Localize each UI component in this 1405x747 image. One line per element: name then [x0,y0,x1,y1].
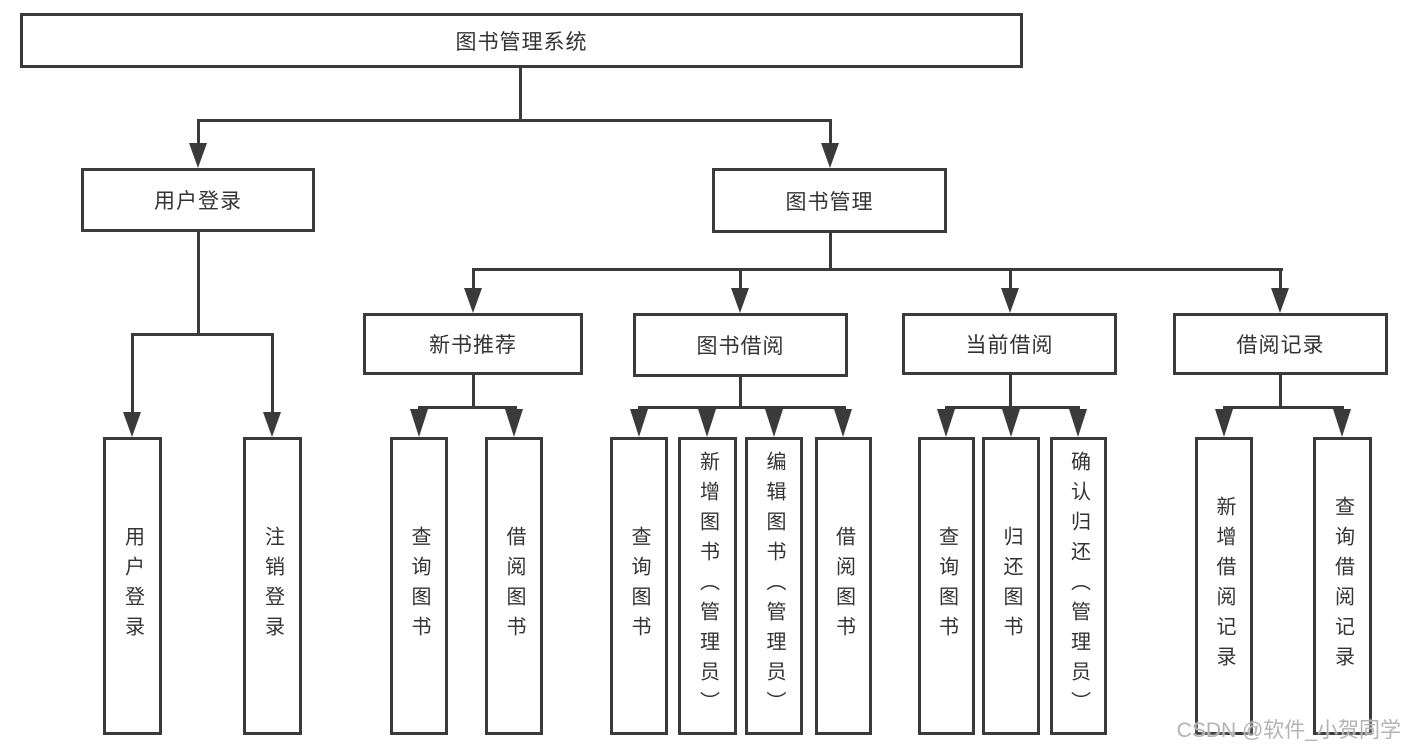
node-user-login-label: 用户登录 [154,190,242,213]
arrowhead-down-icon [937,409,955,437]
connector-line [132,333,274,336]
connector-line [1223,406,1344,409]
connector-line [739,377,742,409]
leaf-user-login-label: 用户登录 [121,526,144,646]
connector-line [519,68,522,121]
connector-line [197,119,200,146]
leaf-records-query-record-label: 查询借阅记录 [1331,496,1354,676]
node-current-borrow-label: 当前借阅 [965,334,1054,357]
node-root: 图书管理系统 [20,13,1023,68]
leaf-current-return-books: 归还图书 [982,437,1040,735]
leaf-records-query-record: 查询借阅记录 [1313,437,1372,735]
arrowhead-down-icon [698,409,716,437]
leaf-current-return-books-label: 归还图书 [1000,526,1022,646]
leaf-borrow-add-books-admin-label: 新增图书（管理员） [696,451,719,721]
connector-line [472,375,475,409]
connector-line [829,119,832,146]
arrowhead-down-icon [1215,409,1233,437]
connector-line [1279,375,1282,409]
arrowhead-down-icon [1271,288,1289,313]
leaf-logout: 注销登录 [243,437,302,735]
leaf-current-confirm-return-admin-label: 确认归还（管理员） [1067,451,1090,721]
connector-line [472,268,475,290]
node-current-borrow: 当前借阅 [902,313,1117,375]
leaf-records-add-record-label: 新增借阅记录 [1213,496,1235,676]
arrowhead-down-icon [505,409,523,437]
connector-line [1009,375,1012,409]
leaf-current-confirm-return-admin: 确认归还（管理员） [1050,437,1107,735]
arrowhead-down-icon [630,409,648,437]
leaf-borrow-edit-books-admin: 编辑图书（管理员） [745,437,803,735]
connector-line [1279,268,1282,290]
arrowhead-down-icon [410,409,428,437]
csdn-watermark: CSDN @软件_小贺同学 [1176,719,1401,742]
leaf-records-add-record: 新增借阅记录 [1195,437,1253,735]
leaf-borrow-add-books-admin: 新增图书（管理员） [678,437,737,735]
node-root-label: 图书管理系统 [455,30,588,54]
connector-line [418,406,517,409]
connector-line [197,119,832,122]
connector-line [945,406,1080,409]
leaf-current-query-books: 查询图书 [918,437,975,735]
arrowhead-down-icon [263,412,281,437]
connector-line [131,333,134,413]
connector-line [472,268,1283,271]
node-borrow-records-label: 借阅记录 [1236,334,1325,357]
leaf-current-query-books-label: 查询图书 [935,526,958,646]
leaf-borrow-borrow-books: 借阅图书 [815,437,872,735]
arrowhead-down-icon [1069,409,1087,437]
node-book-management-label: 图书管理 [785,190,874,214]
leaf-borrow-edit-books-admin-label: 编辑图书（管理员） [763,451,785,721]
leaf-newbook-query-books-label: 查询图书 [408,526,430,646]
leaf-borrow-query-books-label: 查询图书 [628,526,650,646]
arrowhead-down-icon [464,288,482,313]
leaf-borrow-borrow-books-label: 借阅图书 [832,526,855,646]
arrowhead-down-icon [189,143,207,168]
arrowhead-down-icon [821,143,839,168]
leaf-borrow-query-books: 查询图书 [610,437,668,735]
node-book-management: 图书管理 [712,168,947,233]
leaf-logout-label: 注销登录 [261,526,284,646]
connector-line [1009,268,1012,290]
arrowhead-down-icon [1002,409,1020,437]
node-book-borrow-label: 图书借阅 [696,335,785,358]
connector-line [271,333,274,413]
node-new-book-recommend-label: 新书推荐 [429,334,517,357]
connector-line [638,406,846,409]
node-new-book-recommend: 新书推荐 [363,313,583,375]
arrowhead-down-icon [1001,288,1019,313]
arrowhead-down-icon [731,288,749,313]
node-book-borrow: 图书借阅 [633,313,848,377]
connector-line [739,268,742,290]
leaf-newbook-borrow-books-label: 借阅图书 [503,526,525,646]
leaf-user-login: 用户登录 [103,437,162,735]
leaf-newbook-query-books: 查询图书 [390,437,448,735]
connector-line [197,232,200,336]
connector-line [829,233,832,271]
arrowhead-down-icon [765,409,783,437]
node-user-login: 用户登录 [81,168,315,232]
arrowhead-down-icon [123,412,141,437]
arrowhead-down-icon [834,409,852,437]
arrowhead-down-icon [1333,409,1351,437]
leaf-newbook-borrow-books: 借阅图书 [485,437,543,735]
node-borrow-records: 借阅记录 [1173,313,1388,375]
